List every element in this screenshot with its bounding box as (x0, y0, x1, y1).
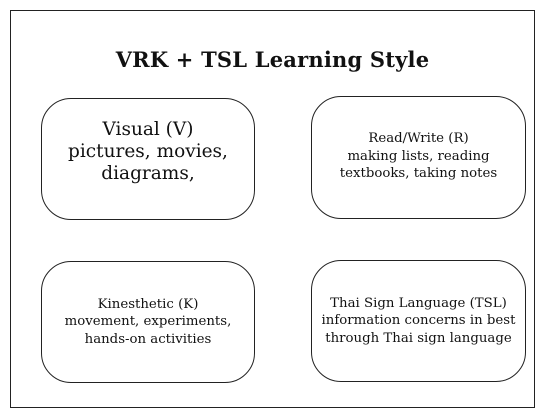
visual-line-1: pictures, movies, (68, 140, 228, 162)
tsl-heading: Thai Sign Language (TSL) (330, 295, 507, 311)
kinesthetic-box: Kinesthetic (K) movement, experiments, h… (41, 261, 255, 383)
read-write-line-1: making lists, reading (347, 148, 490, 164)
tsl-box-text: Thai Sign Language (TSL) information con… (322, 295, 516, 348)
read-write-heading: Read/Write (R) (368, 131, 469, 147)
visual-box-text: Visual (V) pictures, movies, diagrams, (68, 119, 228, 186)
read-write-box: Read/Write (R) making lists, reading tex… (311, 96, 526, 219)
kinesthetic-box-text: Kinesthetic (K) movement, experiments, h… (65, 296, 232, 349)
diagram-title: VRK + TSL Learning Style (115, 47, 430, 72)
kinesthetic-line-2: hands-on activities (84, 331, 212, 347)
kinesthetic-line-1: movement, experiments, (64, 314, 232, 330)
kinesthetic-heading: Kinesthetic (K) (97, 296, 199, 312)
visual-box: Visual (V) pictures, movies, diagrams, (41, 98, 255, 220)
read-write-line-2: textbooks, taking notes (339, 166, 498, 182)
tsl-line-1: information concerns in best (321, 313, 516, 329)
diagram-frame: VRK + TSL Learning Style Visual (V) pict… (10, 10, 535, 408)
visual-heading: Visual (V) (102, 118, 194, 140)
visual-line-2: diagrams, (101, 163, 195, 185)
tsl-line-2: through Thai sign language (325, 330, 512, 346)
read-write-box-text: Read/Write (R) making lists, reading tex… (340, 130, 497, 183)
tsl-box: Thai Sign Language (TSL) information con… (311, 260, 526, 382)
